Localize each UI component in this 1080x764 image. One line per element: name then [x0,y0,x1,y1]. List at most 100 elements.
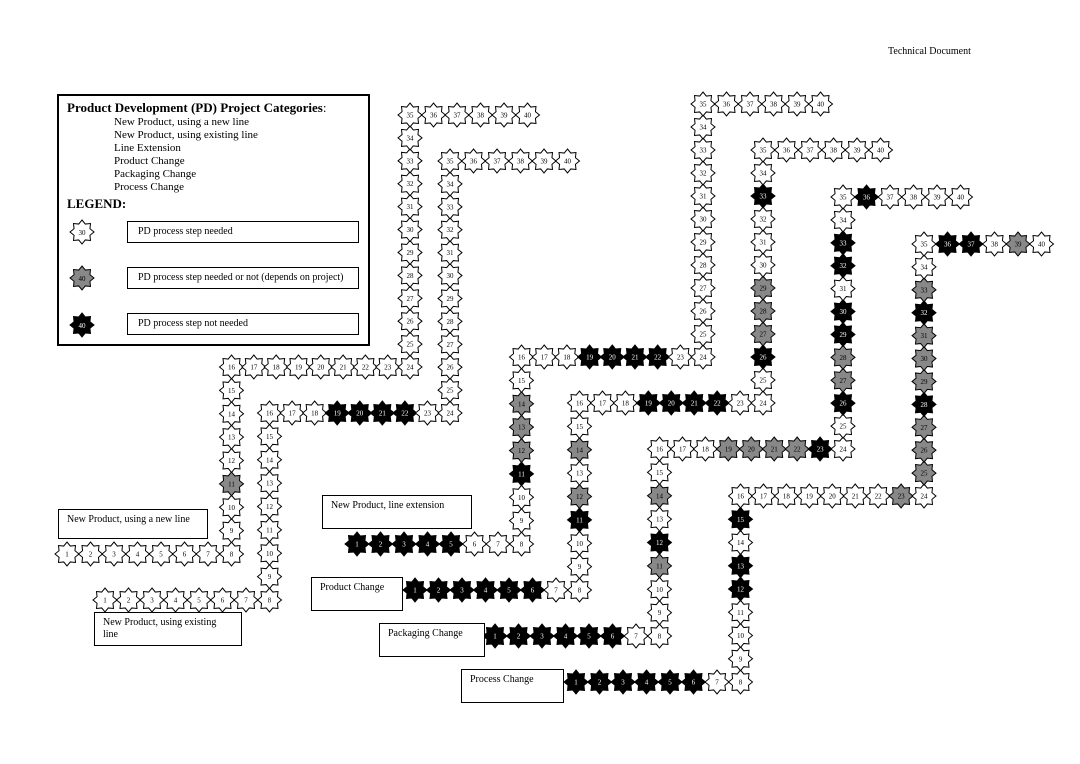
step-36-star: 36 [420,102,447,128]
step-34-star: 34 [911,254,937,280]
step-39-star: 39 [1005,231,1031,257]
step-17-star: 17 [669,436,696,462]
step-13-star: 13 [646,506,673,532]
svg-text:5: 5 [587,633,591,641]
step-30-star: 30 [911,345,937,372]
svg-text:40: 40 [877,147,885,155]
step-22-star: 22 [704,390,730,416]
svg-text:35: 35 [700,101,708,109]
svg-text:10: 10 [228,504,236,512]
step-32-star: 32 [750,206,776,232]
step-23-star: 23 [414,400,441,426]
step-36-star: 36 [853,184,880,210]
step-16-star: 16 [218,354,245,380]
step-40-star: 40 [554,148,581,174]
svg-text:32: 32 [921,309,929,317]
step-26-star: 26 [690,298,716,324]
svg-text:18: 18 [563,354,571,362]
svg-text:7: 7 [206,551,210,559]
step-35-star: 35 [750,137,776,163]
path-label-product-change: Product Change [311,577,403,611]
svg-text:40: 40 [1038,241,1046,249]
step-22-star: 22 [784,436,810,462]
step-4-star: 4 [472,577,499,603]
step-20-star: 20 [738,436,765,462]
svg-text:31: 31 [760,239,768,247]
step-20-star: 20 [819,483,846,509]
step-32-star: 32 [830,252,856,279]
svg-text:40: 40 [79,322,87,330]
svg-text:24: 24 [840,446,848,454]
svg-text:29: 29 [407,249,415,257]
step-2-star: 2 [115,587,142,613]
step-39-star: 39 [784,91,810,117]
step-15-star: 15 [566,413,593,440]
svg-text:18: 18 [702,446,710,454]
legend-optional-box: PD process step needed or not (depends o… [127,267,359,289]
step-23-star: 23 [807,436,833,462]
svg-text:17: 17 [679,446,687,454]
step-28-star: 28 [437,308,463,335]
step-31-star: 31 [911,322,937,349]
svg-text:18: 18 [273,364,281,372]
step-38-star: 38 [760,91,787,117]
svg-text:35: 35 [840,194,848,202]
svg-text:33: 33 [840,239,848,247]
svg-text:16: 16 [228,364,236,372]
step-33-star: 33 [830,230,856,256]
step-10-star: 10 [508,484,535,511]
svg-text:38: 38 [770,101,778,109]
step-17-star: 17 [279,400,305,426]
svg-text:32: 32 [700,170,708,178]
svg-text:25: 25 [447,387,455,395]
step-29-star: 29 [397,239,423,266]
step-5-star: 5 [186,587,212,613]
step-27-star: 27 [750,321,776,347]
step-37-star: 37 [797,137,823,163]
step-24-star: 24 [397,354,423,380]
step-19-star: 19 [285,354,312,380]
svg-text:11: 11 [576,516,583,524]
legend-title: Product Development (PD) Project Categor… [67,100,326,116]
step-2-star: 2 [425,577,452,603]
svg-text:27: 27 [407,295,415,303]
svg-text:24: 24 [921,493,929,501]
step-15-star: 15 [218,377,245,404]
step-31-star: 31 [397,193,423,220]
step-22-star: 22 [865,483,891,509]
step-33-star: 33 [397,148,423,174]
svg-text:21: 21 [691,400,699,408]
svg-text:3: 3 [460,587,464,595]
step-28-star: 28 [397,262,423,289]
svg-text:23: 23 [817,446,825,454]
svg-text:9: 9 [578,563,582,571]
svg-text:19: 19 [334,410,342,418]
svg-text:37: 37 [807,147,815,155]
svg-text:28: 28 [447,318,455,326]
step-8-star: 8 [218,541,245,567]
svg-text:39: 39 [541,158,549,166]
svg-text:23: 23 [384,364,392,372]
step-21-star: 21 [761,436,787,462]
svg-text:32: 32 [407,180,415,188]
svg-text:16: 16 [266,410,274,418]
svg-text:30: 30 [700,216,708,224]
svg-text:7: 7 [496,541,500,549]
svg-text:36: 36 [863,194,871,202]
step-20-star: 20 [346,400,373,426]
step-12-star: 12 [727,576,754,602]
svg-text:8: 8 [520,541,524,549]
category-product-change: Product Change [114,155,185,167]
step-37-star: 37 [877,184,903,210]
svg-text:9: 9 [268,573,272,581]
step-39-star: 39 [491,102,517,128]
step-40-star: 40 [514,102,541,128]
step-15-star: 15 [646,459,673,486]
svg-text:4: 4 [426,541,430,549]
category-process-change: Process Change [114,181,184,193]
svg-text:27: 27 [921,424,929,432]
step-16-star: 16 [727,483,754,509]
legend-gray-star-icon: 40 [69,265,95,291]
svg-text:13: 13 [576,470,584,478]
